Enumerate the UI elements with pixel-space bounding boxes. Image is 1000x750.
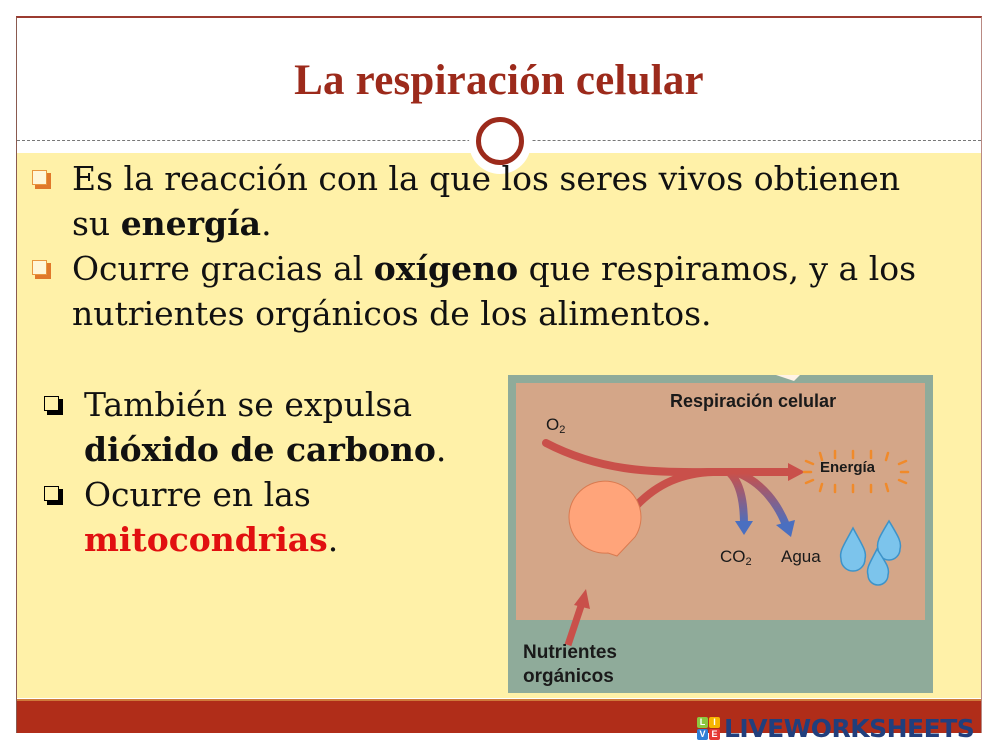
- respiration-diagram: Respiración celular O2 Energía CO2 Agua …: [508, 375, 933, 693]
- bullet-text: que respiramos, y a los nutrientes orgán…: [72, 249, 917, 333]
- bullet-bold-text: dióxido de carbono: [84, 430, 436, 469]
- footer-bar: [17, 699, 981, 733]
- black-square-bullet-icon: [44, 396, 63, 415]
- mitochondrion-icon: [568, 480, 642, 557]
- bullet-item: Ocurre gracias al oxígeno que respiramos…: [28, 246, 948, 336]
- water-arrow: [736, 469, 790, 527]
- bullet-item: También se expulsa dióxido de carbono.: [40, 382, 470, 472]
- bullet-text: .: [435, 430, 447, 469]
- energy-rays-icon: [802, 449, 910, 494]
- diagram-graphics: [516, 375, 925, 647]
- water-drops-icon: [839, 519, 902, 586]
- energy-arrowhead: [788, 463, 805, 481]
- bullet-text: .: [327, 520, 339, 559]
- page-title: La respiración celular: [294, 57, 704, 104]
- top-bullet-list: Es la reacción con la que los seres vivo…: [28, 156, 948, 336]
- oxygen-label: O2: [546, 415, 566, 436]
- slide: La respiración celular: [16, 16, 982, 733]
- black-square-bullet-icon: [44, 486, 63, 505]
- bullet-bold-text: energía: [120, 204, 262, 243]
- bullet-text: También se expulsa: [84, 385, 413, 424]
- bullet-item: Es la reacción con la que los seres vivo…: [28, 156, 948, 246]
- bullet-text: Es la reacción con la que los seres vivo…: [72, 159, 901, 243]
- bullet-item: Ocurre en las mitocondrias.: [40, 472, 470, 562]
- diagram-title: Respiración celular: [670, 391, 837, 411]
- bullet-text: Ocurre gracias al: [72, 249, 374, 288]
- bottom-bullet-list: También se expulsa dióxido de carbono. O…: [40, 382, 470, 562]
- liveworksheets-wordmark: LIVEWORKSHEETS: [724, 713, 975, 743]
- bullet-text: .: [261, 204, 272, 243]
- liveworksheets-logo: L I V E LIVEWORKSHEETS: [697, 713, 975, 743]
- nutrients-curve: [633, 468, 714, 509]
- co2-arrow: [726, 470, 748, 526]
- bullet-bold-text: oxígeno: [373, 249, 519, 288]
- co2-label: CO2: [720, 547, 752, 568]
- nutrients-arrow: [564, 601, 586, 647]
- energy-label: Energía: [820, 459, 876, 476]
- orange-square-bullet-icon: [32, 170, 51, 189]
- circle-ornament-icon: [476, 117, 524, 165]
- bullet-highlight-text: mitocondrias: [84, 520, 328, 559]
- bullet-text: Ocurre en las: [84, 475, 311, 514]
- live-tiles-icon: L I V E: [697, 716, 720, 740]
- orange-square-bullet-icon: [32, 260, 51, 279]
- water-label: Agua: [781, 547, 821, 566]
